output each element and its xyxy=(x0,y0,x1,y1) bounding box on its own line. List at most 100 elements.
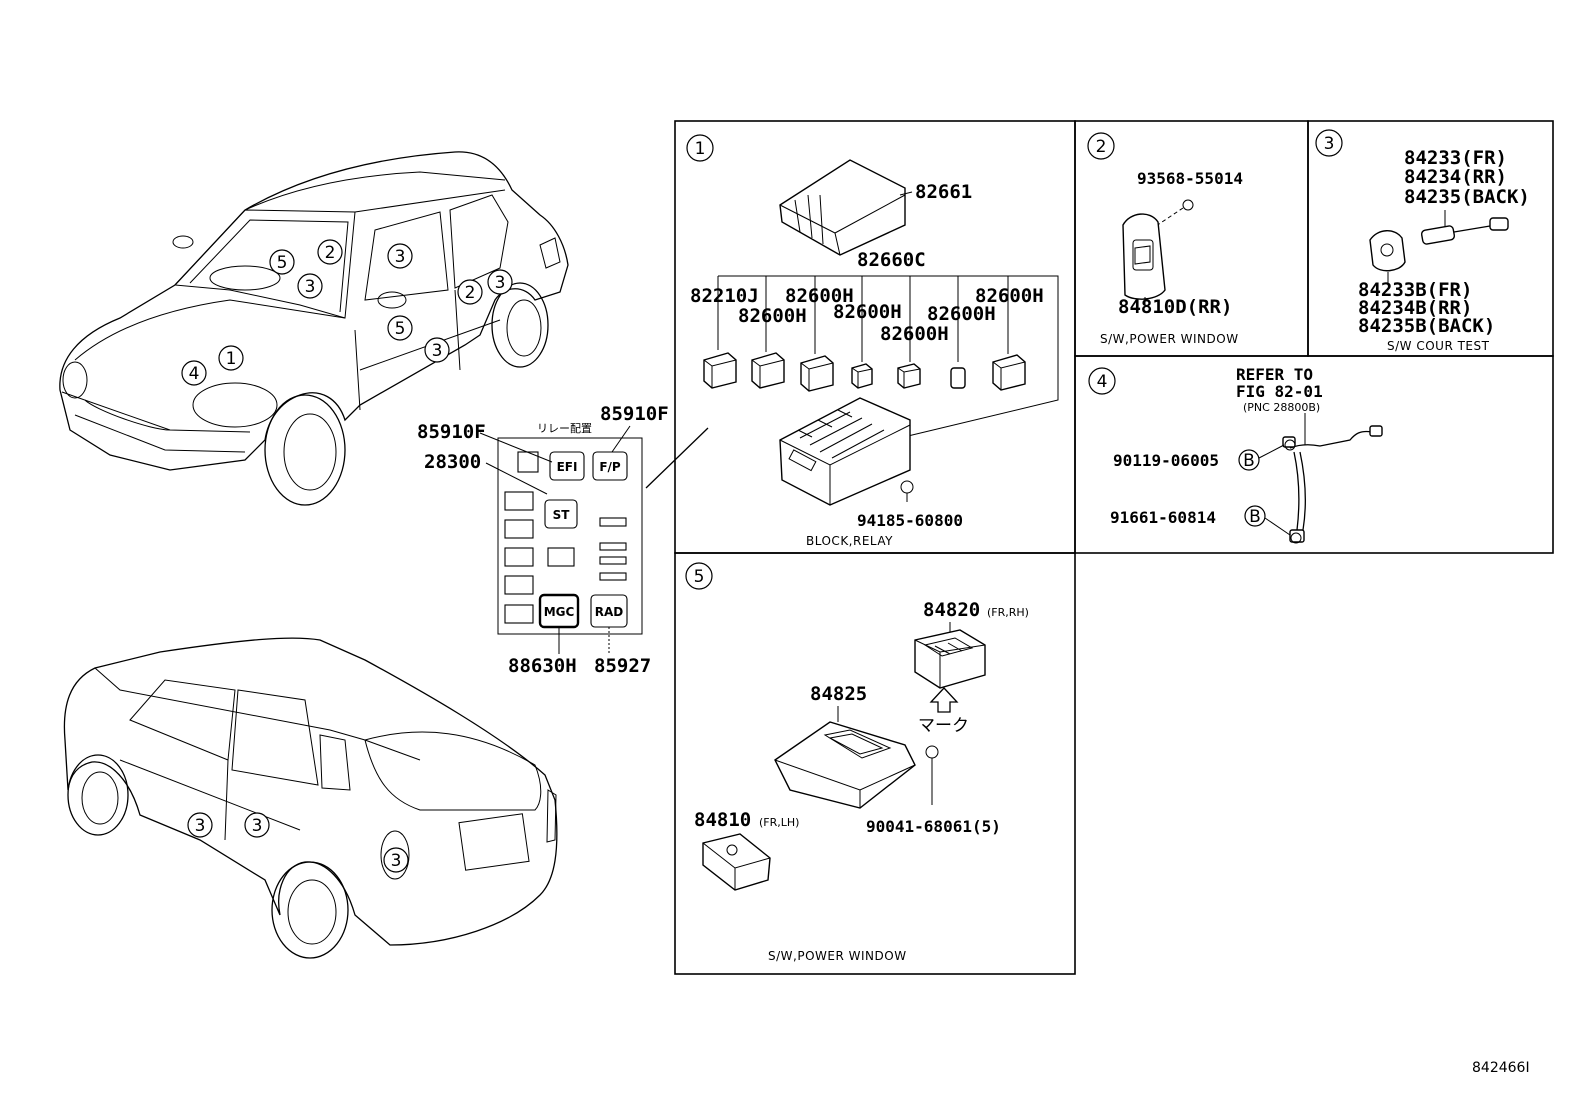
panel-1-relay-block: 1 82661 82660C 82210J 82600H 82600H 8260… xyxy=(686,134,1059,548)
svg-text:3: 3 xyxy=(1324,134,1335,154)
svg-text:5: 5 xyxy=(277,253,288,273)
svg-text:2: 2 xyxy=(465,283,476,303)
svg-text:4: 4 xyxy=(189,364,200,384)
svg-text:FIG 82-01: FIG 82-01 xyxy=(1236,382,1323,401)
svg-text:5: 5 xyxy=(694,567,705,587)
svg-text:S/W,POWER WINDOW: S/W,POWER WINDOW xyxy=(1100,332,1239,346)
courtesy-switch-plunger xyxy=(1420,217,1509,245)
svg-text:84233B(FR): 84233B(FR) xyxy=(1358,279,1472,301)
svg-text:2: 2 xyxy=(1096,137,1107,157)
svg-text:84235B(BACK): 84235B(BACK) xyxy=(1358,315,1495,337)
car-front-marker: 2 xyxy=(317,239,343,265)
car-front-marker: 3 xyxy=(487,269,513,295)
svg-text:82600H: 82600H xyxy=(785,285,854,307)
svg-text:82600H: 82600H xyxy=(880,323,949,345)
switch-panel xyxy=(774,721,916,809)
svg-text:84820: 84820 xyxy=(923,599,980,621)
panel-4-ground-wire: 4 REFER TO FIG 82-01 (PNC 28800B) 90119-… xyxy=(1088,365,1383,544)
car-rear-illustration: 3 3 3 xyxy=(63,637,558,959)
svg-text:84810: 84810 xyxy=(694,809,751,831)
panel-4-callout: 4 xyxy=(1088,367,1116,395)
svg-text:EFI: EFI xyxy=(557,460,578,474)
panel-5-callout: 5 xyxy=(685,562,713,590)
svg-text:84825: 84825 xyxy=(810,683,867,705)
label-st-part: 28300 xyxy=(424,451,481,473)
svg-text:82600H: 82600H xyxy=(738,305,807,327)
svg-text:3: 3 xyxy=(195,816,206,836)
svg-text:3: 3 xyxy=(432,341,443,361)
svg-text:82600H: 82600H xyxy=(975,285,1044,307)
label-efi-part: 85910F xyxy=(417,421,486,443)
svg-text:5: 5 xyxy=(395,319,406,339)
relay-cube xyxy=(800,355,834,392)
svg-text:1: 1 xyxy=(226,349,237,369)
svg-text:3: 3 xyxy=(395,247,406,267)
svg-text:84235(BACK): 84235(BACK) xyxy=(1404,186,1530,208)
car-front-marker: 5 xyxy=(387,315,413,341)
svg-text:91661-60814: 91661-60814 xyxy=(1110,508,1216,527)
svg-text:3: 3 xyxy=(305,277,316,297)
relay-fp xyxy=(592,451,628,481)
svg-text:マーク: マーク xyxy=(918,716,969,736)
car-rear-marker: 3 xyxy=(187,812,213,838)
car-front-illustration: 5 2 3 3 2 3 5 3 4 1 xyxy=(59,151,569,506)
svg-text:(FR,LH): (FR,LH) xyxy=(759,816,799,829)
fastener-b-marker: B xyxy=(1238,449,1260,471)
car-front-marker: 3 xyxy=(424,337,450,363)
svg-text:84233(FR): 84233(FR) xyxy=(1404,147,1507,169)
svg-text:4: 4 xyxy=(1097,372,1108,392)
car-front-marker: 3 xyxy=(387,243,413,269)
car-front-marker: 1 xyxy=(218,345,244,371)
relay-cube xyxy=(703,352,737,389)
svg-text:90041-68061(5): 90041-68061(5) xyxy=(866,817,1001,836)
svg-text:S/W,POWER WINDOW: S/W,POWER WINDOW xyxy=(768,949,907,963)
relay-block-cover xyxy=(779,159,906,256)
svg-text:84810D(RR): 84810D(RR) xyxy=(1118,296,1232,318)
relay-cube xyxy=(992,354,1026,391)
panel-frames xyxy=(674,120,1554,975)
relay-layout-title: リレー配置 xyxy=(537,422,592,435)
svg-text:1: 1 xyxy=(695,139,706,159)
panel-2-power-window-switch-rr: 2 93568-55014 84810D(RR) S/W,POWER WINDO… xyxy=(1087,132,1243,346)
fastener-b-marker: B xyxy=(1244,505,1266,527)
svg-text:(FR,RH): (FR,RH) xyxy=(987,606,1029,619)
label-rad-part: 85927 xyxy=(594,655,651,677)
relay-st xyxy=(544,499,578,529)
svg-text:BLOCK,RELAY: BLOCK,RELAY xyxy=(806,534,893,548)
svg-text:82210J: 82210J xyxy=(690,285,759,307)
svg-text:82600H: 82600H xyxy=(833,301,902,323)
car-front-marker: 4 xyxy=(181,360,207,386)
fuse-mini xyxy=(950,367,966,389)
car-rear-marker: 3 xyxy=(244,812,270,838)
figure-id: 842466I xyxy=(1472,1060,1530,1076)
car-front-marker: 3 xyxy=(297,273,323,299)
svg-text:82600H: 82600H xyxy=(927,303,996,325)
svg-text:94185-60800: 94185-60800 xyxy=(857,511,963,530)
switch-fr-lh xyxy=(702,833,771,891)
svg-text:REFER TO: REFER TO xyxy=(1236,365,1313,384)
label-fp-part: 85910F xyxy=(600,403,669,425)
panel-3-courtesy-switch: 3 84233(FR) 84234(RR) 84235(BACK) 84233B… xyxy=(1315,129,1530,353)
svg-text:82661: 82661 xyxy=(915,181,972,203)
panel-1-callout: 1 xyxy=(686,134,714,162)
svg-text:93568-55014: 93568-55014 xyxy=(1137,169,1243,188)
relay-layout: リレー配置 EFI F/P ST MGC RAD 85910F 85910F 2… xyxy=(417,403,709,677)
svg-text:84234B(RR): 84234B(RR) xyxy=(1358,297,1472,319)
relay-cube xyxy=(751,352,785,389)
switch-rr xyxy=(1122,213,1166,300)
panel-2-callout: 2 xyxy=(1087,132,1115,160)
relay-efi xyxy=(549,451,585,481)
switch-fr-rh xyxy=(914,629,986,689)
courtesy-switch-body xyxy=(1369,230,1406,272)
relay-mini xyxy=(897,363,921,389)
label-mgc-part: 88630H xyxy=(508,655,577,677)
svg-text:S/W COUR TEST: S/W COUR TEST xyxy=(1387,339,1490,353)
svg-text:B: B xyxy=(1249,507,1261,527)
car-rear-marker: 3 xyxy=(383,847,409,873)
svg-text:MGC: MGC xyxy=(544,605,575,619)
svg-text:2: 2 xyxy=(325,243,336,263)
svg-text:RAD: RAD xyxy=(595,605,624,619)
svg-text:B: B xyxy=(1243,451,1255,471)
svg-text:3: 3 xyxy=(495,273,506,293)
